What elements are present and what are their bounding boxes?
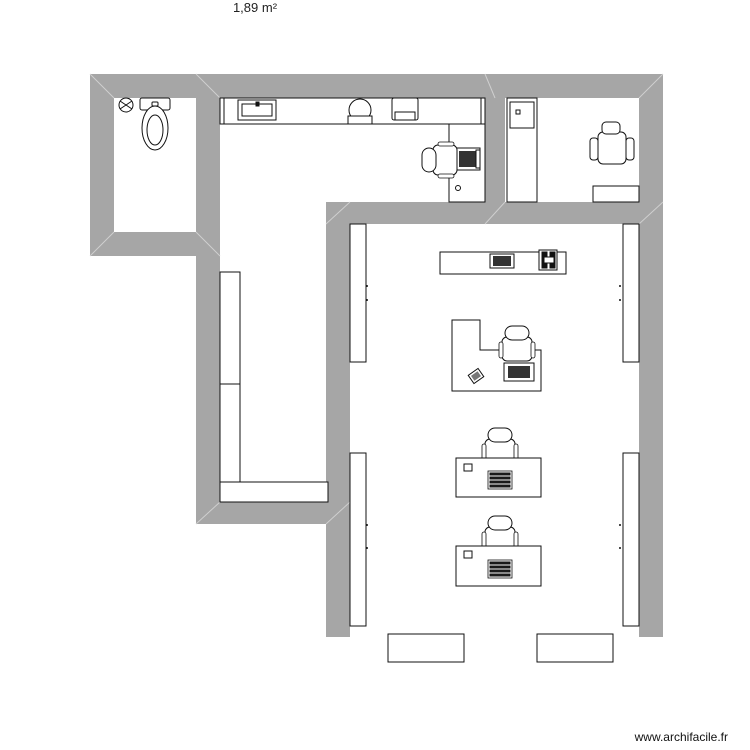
sink-icon [237,99,277,121]
wall-shelf [349,223,367,363]
wall-joints [89,73,664,525]
sink-icon [118,97,134,113]
toilet-icon [139,97,171,151]
wall-corridor-left [196,74,220,524]
wall-partition [485,74,505,224]
chair-icon [421,141,458,179]
wall-right [639,74,663,637]
wc-room [118,97,171,151]
phone-icon [467,367,485,385]
chair-icon [589,121,635,165]
wall-top [90,74,663,98]
cabinet [219,383,241,483]
mouse [463,463,473,472]
chair-icon [498,325,536,362]
computer-icon [455,147,481,171]
wall-corridor-bottom [196,502,350,524]
bench [387,633,465,663]
wall-wc-left [90,74,114,256]
keyboard-icon [487,559,513,579]
wall-shelf [622,452,640,627]
phone-icon [455,185,461,191]
wall-openspace-left [326,202,350,637]
mouse [463,550,473,559]
wall-shelf [349,452,367,627]
computer-icon [489,253,515,269]
door-markers [366,285,621,549]
chair-icon [391,97,419,121]
cabinet [219,271,241,385]
area-label: 1,89 m² [232,0,278,15]
small-office [506,97,640,203]
watermark: www.archifacile.fr [634,730,728,744]
walls [90,74,663,637]
corridor-office [219,97,486,203]
bench [219,481,329,503]
keyboard-icon [487,470,513,490]
appliance-icon [347,98,373,125]
computer-icon [503,362,535,382]
bench [536,633,614,663]
wall-shelf [622,223,640,363]
open-space [349,223,640,627]
corridor-storage [219,271,329,503]
phone-icon [538,249,558,271]
shelf [592,185,640,203]
entrance [387,633,614,663]
